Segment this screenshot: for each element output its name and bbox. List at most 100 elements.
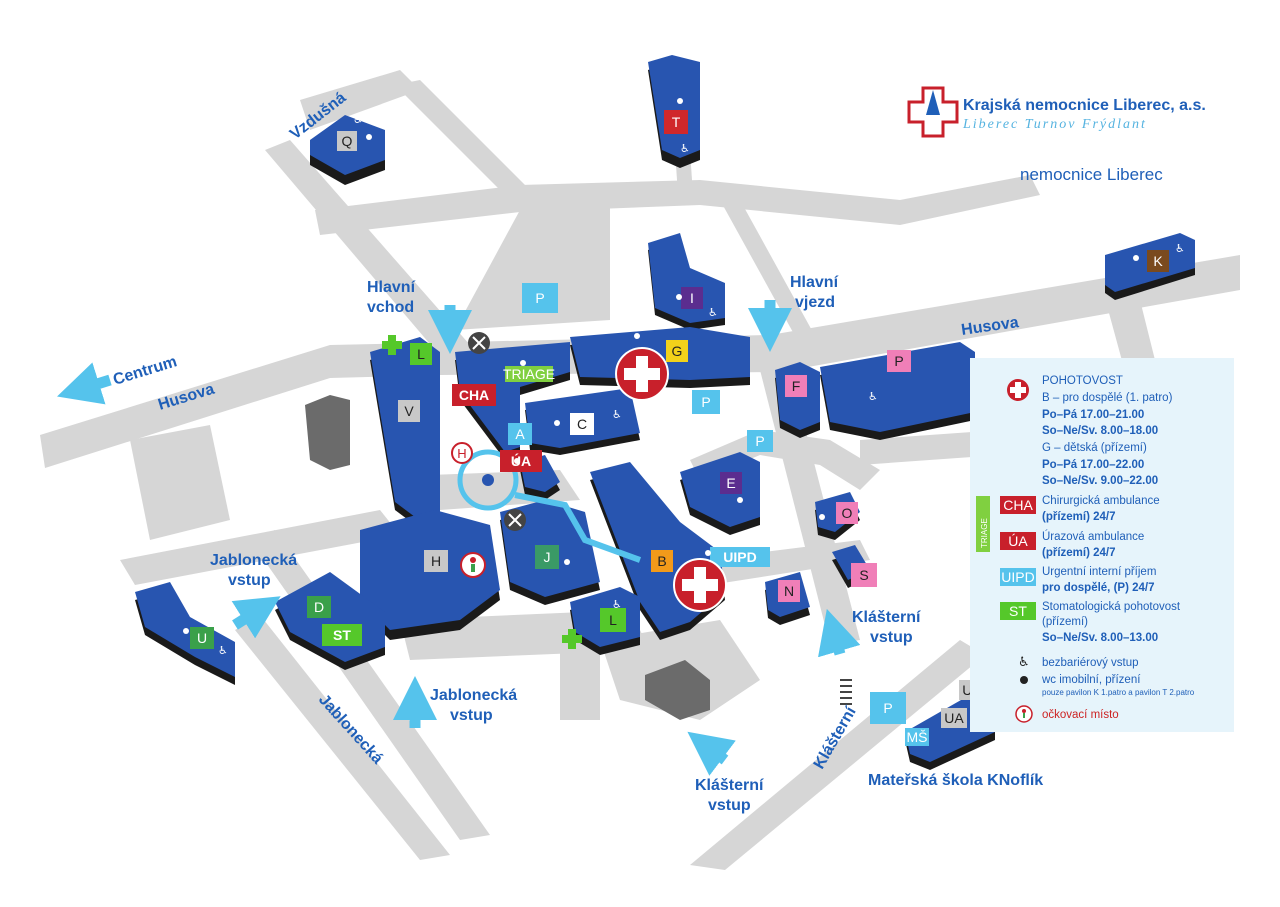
label-k: K <box>1153 253 1163 269</box>
road-north-to-vzdusna <box>265 140 470 350</box>
label-h: H <box>431 553 441 569</box>
badge-st: ST <box>333 627 351 643</box>
label-l2: L <box>609 612 617 628</box>
legend-st-line-1: Stomatologická pohotovost <box>1042 601 1181 613</box>
legend-g-line: G – dětská (přízemí) <box>1042 442 1147 454</box>
klasterni-a-line1: Klášterní <box>852 609 921 626</box>
legend-ua-line-2: (přízemí) 24/7 <box>1042 547 1116 559</box>
pavilion-t <box>648 55 700 158</box>
road-jablonecka-diag <box>235 615 450 860</box>
svg-text:♿: ♿ <box>1175 242 1185 255</box>
legend-b-hours-2: So–Ne/Sv. 8.00–18.00 <box>1042 425 1158 437</box>
svg-text:♿: ♿ <box>353 113 363 126</box>
legend-st-badge: ST <box>1009 603 1027 619</box>
jablonecka-b-line2: vstup <box>450 707 493 724</box>
pharmacy-icon <box>382 335 402 355</box>
entry-arrows <box>57 300 861 776</box>
legend-triage-badge: TRIAGE <box>980 518 989 548</box>
legend-ua-badge: ÚA <box>1008 533 1028 549</box>
svg-text:♿: ♿ <box>680 142 690 155</box>
pavilion-labels: Q T K I L V G A C F P E H J B D U L N O … <box>190 110 1169 746</box>
logo-cross-icon <box>907 86 959 138</box>
legend-g-hours-1: Po–Pá 17.00–22.00 <box>1042 459 1144 471</box>
legend-cha-line-2: (přízemí) 24/7 <box>1042 511 1116 523</box>
arrow-jablonecka-a <box>231 596 281 639</box>
vaccination-icon <box>460 552 486 578</box>
legend-panel: POHOTOVOST B – pro dospělé (1. patro) Po… <box>970 358 1234 732</box>
legend-b-hours-1: Po–Pá 17.00–21.00 <box>1042 409 1144 421</box>
entrance-labels: Hlavní vchod Hlavní vjezd Jablonecká vst… <box>210 274 1043 814</box>
service-block <box>645 660 710 720</box>
hlavni-vjezd-line2: vjezd <box>795 294 835 311</box>
legend-g-hours-2: So–Ne/Sv. 9.00–22.00 <box>1042 475 1158 487</box>
label-q: Q <box>342 133 353 149</box>
crossing-stripes <box>840 679 852 705</box>
hospital-logo: Krajská nemocnice Liberec, a.s. Liberec … <box>907 86 1206 138</box>
label-ms: MŠ <box>907 729 928 745</box>
label-t: T <box>672 114 681 130</box>
parking-south: P <box>883 700 892 716</box>
er-cross-icon <box>673 558 727 612</box>
badge-cha: CHA <box>459 387 489 403</box>
road-jablonecka <box>120 510 400 585</box>
legend-wc: wc imobilní, přízení <box>1041 674 1141 686</box>
label-v: V <box>404 403 414 419</box>
arrow-klasterni-a <box>818 608 861 658</box>
label-b: B <box>657 553 666 569</box>
label-f: F <box>792 378 801 394</box>
org-name: Krajská nemocnice Liberec, a.s. <box>963 97 1206 114</box>
legend-cha-line-1: Chirurgická ambulance <box>1042 495 1160 507</box>
label-g: G <box>672 343 683 359</box>
road-mid-branch <box>720 200 820 345</box>
pharmacy-icon <box>562 629 582 649</box>
map-title: nemocnice Liberec <box>1020 165 1163 184</box>
label-j: J <box>544 549 551 565</box>
helipad-icon: H <box>451 442 473 464</box>
legend-st-hours: So–Ne/Sv. 8.00–13.00 <box>1042 632 1158 644</box>
svg-text:♿: ♿ <box>868 390 878 403</box>
klasterni-a-line2: vstup <box>870 629 913 646</box>
legend-wheelchair-icon: ♿ <box>1018 655 1030 670</box>
road-west-block <box>130 425 230 540</box>
label-l1: L <box>417 346 425 362</box>
label-i: I <box>690 290 694 306</box>
badge-ua: ÚA <box>511 452 531 469</box>
jablonecka-a-line1: Jablonecká <box>210 552 297 569</box>
road-north-plaza <box>455 205 610 330</box>
road-inner-south <box>700 540 870 585</box>
logo-spire-icon <box>926 90 940 115</box>
svg-text:♿: ♿ <box>612 408 622 421</box>
road-n-diag <box>395 80 545 210</box>
road-east-loop <box>690 430 880 490</box>
legend-wc-note: pouze pavilon K 1.patro a pavilon T 2.pa… <box>1042 688 1195 697</box>
label-u: U <box>197 630 207 646</box>
pavilion-i <box>648 233 725 323</box>
hlavni-vchod-line1: Hlavní <box>367 279 416 296</box>
label-e: E <box>726 475 735 491</box>
org-cities: Liberec Turnov Frýdlant <box>962 117 1147 132</box>
er-cross-icon <box>615 347 669 401</box>
legend-b-line: B – pro dospělé (1. patro) <box>1042 392 1173 404</box>
label-p: P <box>894 353 903 369</box>
legend-uipd-line-2: pro dospělé, (P) 24/7 <box>1042 582 1154 594</box>
restaurant-icon <box>504 509 526 531</box>
badge-uipd: UIPD <box>723 549 756 565</box>
road-south-lane <box>560 640 600 720</box>
pavilion-v <box>370 337 440 517</box>
klasterni-b-line2: vstup <box>708 797 751 814</box>
legend-pohotovost: POHOTOVOST <box>1042 375 1123 387</box>
service-badges: CHA ÚA TRIAGE UIPD ST <box>322 366 770 646</box>
emergency-icons: H <box>382 332 727 649</box>
label-n: N <box>784 583 794 599</box>
jablonecka-b-line1: Jablonecká <box>430 687 517 704</box>
arrow-centrum <box>57 362 112 405</box>
label-s: S <box>859 567 868 583</box>
svg-text:♿: ♿ <box>218 644 228 657</box>
arrow-klasterni-b <box>687 731 736 776</box>
road-klasterni <box>690 640 985 870</box>
svg-text:H: H <box>457 446 466 461</box>
legend-vaccination: očkovací místo <box>1042 709 1119 721</box>
svg-text:♿: ♿ <box>708 306 718 319</box>
parking-north: P <box>535 290 544 306</box>
